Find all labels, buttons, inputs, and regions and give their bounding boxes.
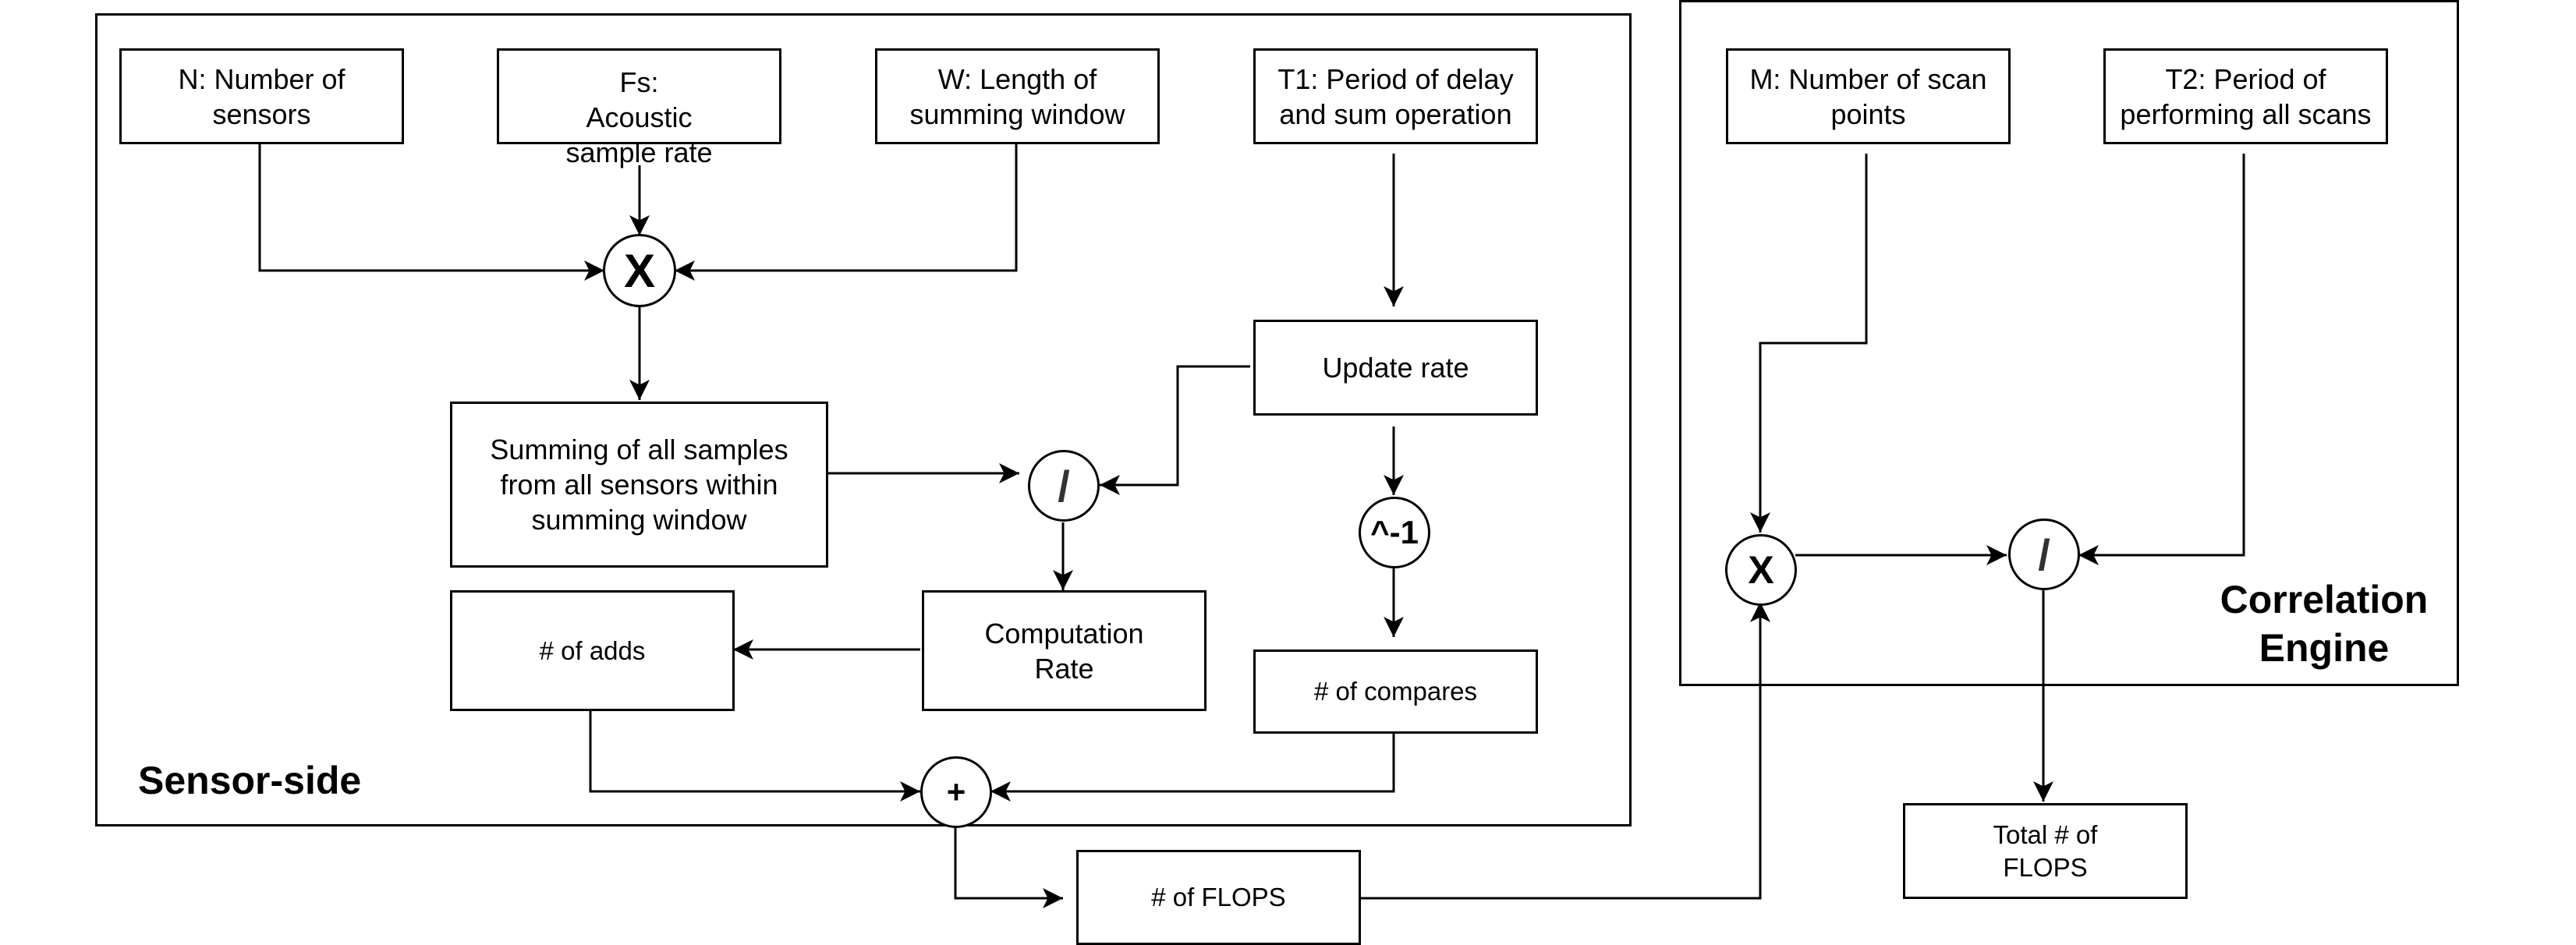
t1-period-box: T1: Period of delay and sum operation: [1253, 48, 1538, 144]
connector-w-to-multiply: [675, 140, 1018, 281]
n-sensors-label: N: Number of sensors: [178, 62, 345, 130]
computation-rate-label: Computation Rate: [984, 617, 1144, 685]
fs-sample-rate-label: Fs: Acoustic sample rate: [565, 66, 713, 168]
total-flops-label: Total # of FLOPS: [1993, 819, 2098, 882]
w-window-label: W: Length of summing window: [909, 62, 1125, 130]
connector-plus-to-flops: [954, 826, 1063, 908]
t1-period-label: T1: Period of delay and sum operation: [1277, 62, 1514, 130]
connector-t2-to-divide-engine: [2078, 154, 2245, 565]
connector-adds-to-plus: [589, 708, 920, 802]
summing-box: Summing of all samples from all sensors …: [450, 402, 828, 568]
num-compares-box: # of compares: [1253, 649, 1538, 734]
num-flops-box: # of FLOPS: [1076, 850, 1361, 945]
correlation-engine-region: [1679, 0, 2459, 686]
t2-period-box: T2: Period of performing all scans: [2103, 48, 2388, 144]
connector-compares-to-plus: [990, 733, 1395, 802]
m-scan-points-label: M: Number of scan points: [1749, 62, 1987, 130]
connector-m-to-multiply-engine: [1750, 154, 1868, 533]
correlation-engine-label: Correlation Engine: [2220, 578, 2429, 670]
multiply-operator-sensor: X: [603, 234, 676, 307]
fs-sample-rate-box: Fs: Acoustic sample rate: [497, 48, 781, 168]
m-scan-points-box: M: Number of scan points: [1726, 48, 2011, 144]
t2-period-label: T2: Period of performing all scans: [2120, 62, 2372, 130]
connector-n-to-multiply: [258, 140, 604, 281]
summing-label: Summing of all samples from all sensors …: [490, 434, 788, 536]
w-window-box: W: Length of summing window: [875, 48, 1160, 144]
num-adds-box: # of adds: [450, 590, 735, 711]
computation-rate-box: Computation Rate: [922, 590, 1207, 711]
update-rate-label: Update rate: [1322, 352, 1469, 384]
add-operator: +: [920, 756, 992, 828]
num-compares-label: # of compares: [1313, 677, 1478, 706]
sensor-side-region: [95, 13, 1632, 826]
update-rate-box: Update rate: [1253, 320, 1538, 416]
num-adds-label: # of adds: [539, 635, 646, 665]
multiply-operator-engine: X: [1725, 534, 1797, 606]
total-flops-box: Total # of FLOPS: [1903, 803, 2188, 899]
sensor-side-label: Sensor-side: [138, 759, 362, 802]
connector-flops-to-multiply-engine: [1359, 602, 1770, 900]
connector-update-to-divide: [1100, 365, 1250, 495]
divide-operator-engine: /: [2008, 519, 2080, 590]
n-sensors-box: N: Number of sensors: [119, 48, 404, 144]
num-flops-label: # of FLOPS: [1151, 883, 1286, 911]
inverse-operator: ^-1: [1359, 497, 1430, 568]
divide-operator-sensor: /: [1028, 450, 1100, 522]
